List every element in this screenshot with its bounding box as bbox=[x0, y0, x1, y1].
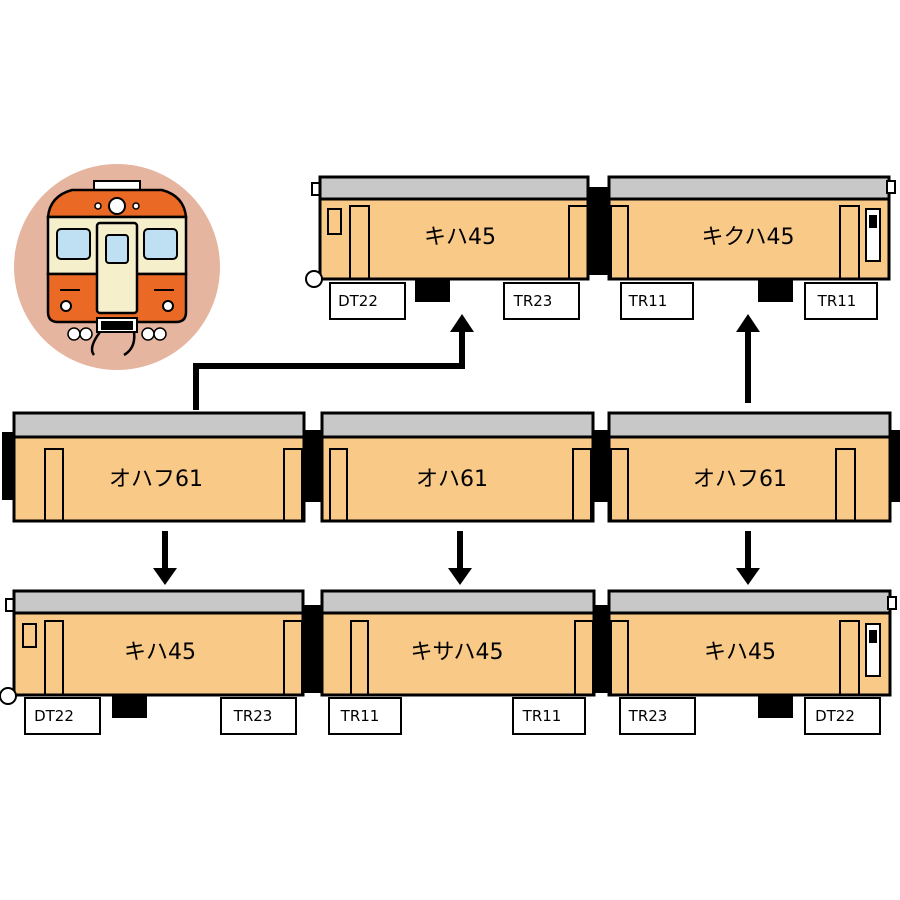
arrowhead-down bbox=[153, 568, 177, 585]
bogie-label: DT22 bbox=[34, 707, 74, 725]
car-label: オハ61 bbox=[416, 467, 488, 492]
arrowhead-down bbox=[736, 568, 760, 585]
car-label: キハ45 bbox=[124, 640, 196, 665]
car-bot-kiha45-right: キハ45 TR23 DT22 bbox=[607, 589, 897, 735]
car-top-kikuha45: キクハ45 TR11 TR11 bbox=[607, 175, 896, 320]
car-label: キハ45 bbox=[424, 225, 496, 250]
car-mid-ohafu61-left: オハフ61 bbox=[12, 411, 306, 523]
bogie-label: DT22 bbox=[815, 707, 855, 725]
bogie-label: TR23 bbox=[233, 707, 273, 725]
car-top-kiha45: キハ45 DT22 TR23 bbox=[305, 175, 590, 320]
car-bot-kisaha45: キサハ45 TR11 TR11 bbox=[320, 589, 596, 735]
arrowhead-down bbox=[448, 568, 472, 585]
car-label: オハフ61 bbox=[693, 467, 787, 492]
car-mid-ohafu61-right: オハフ61 bbox=[607, 411, 892, 523]
bogie-label: TR11 bbox=[628, 292, 668, 310]
bogie-label: TR11 bbox=[340, 707, 380, 725]
arrowhead-up bbox=[450, 314, 474, 332]
car-label: キクハ45 bbox=[702, 225, 795, 250]
bogie-label: TR23 bbox=[513, 292, 553, 310]
car-label: オハフ61 bbox=[109, 467, 203, 492]
car-mid-oha61: オハ61 bbox=[320, 411, 595, 523]
bogie-label: DT22 bbox=[338, 292, 378, 310]
arrowhead-up bbox=[736, 314, 760, 332]
car-bot-kiha45-left: キハ45 DT22 TR23 bbox=[0, 589, 305, 735]
bogie-label: TR23 bbox=[628, 707, 668, 725]
bogie-label: TR11 bbox=[522, 707, 562, 725]
conversion-arrows bbox=[162, 330, 751, 570]
bogie-label: TR11 bbox=[817, 292, 857, 310]
car-label: キハ45 bbox=[704, 640, 776, 665]
diesel-railcar-front-icon bbox=[14, 164, 220, 370]
arrow-to-top-kiha45 bbox=[193, 330, 465, 410]
car-label: キサハ45 bbox=[410, 640, 503, 665]
